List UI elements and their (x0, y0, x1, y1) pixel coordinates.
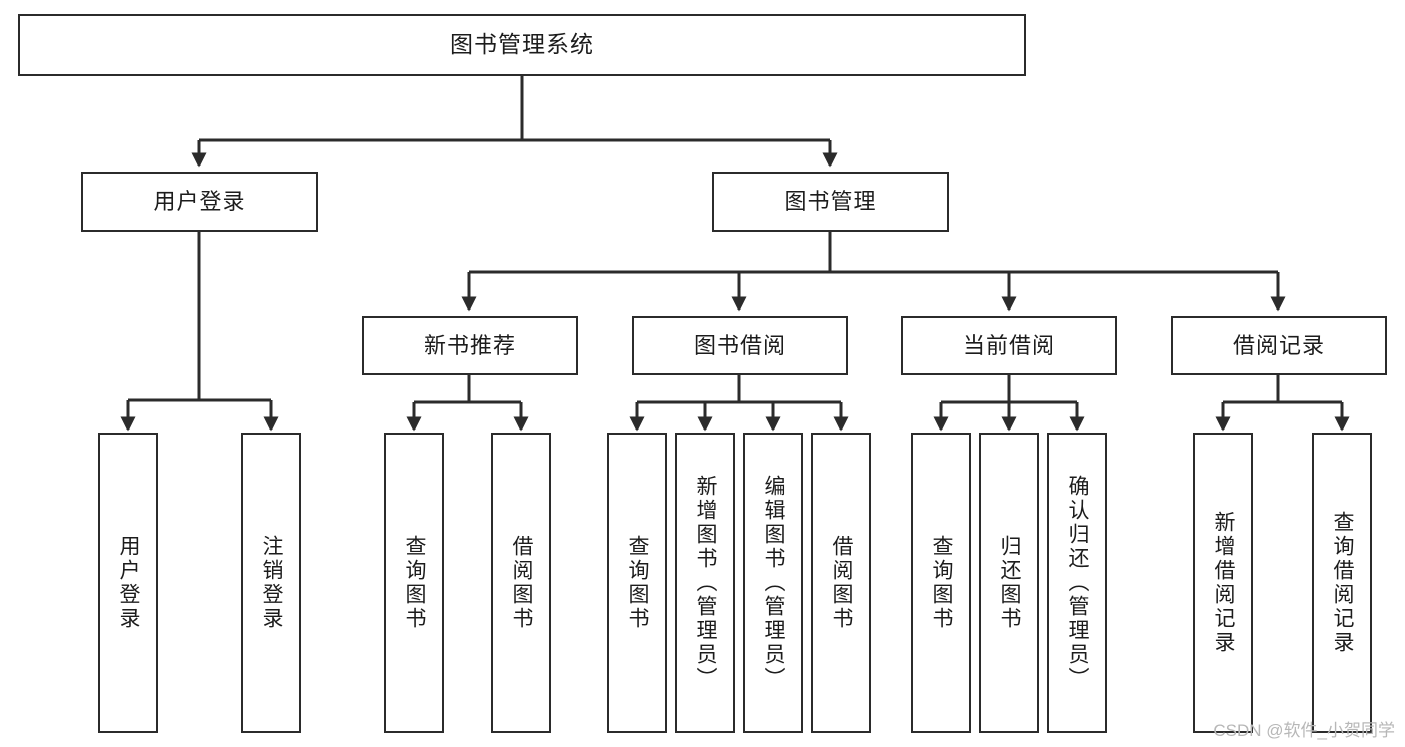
leaf-borrow-borrow-book[interactable]: 借阅图书 (811, 433, 871, 733)
node-label: 借阅图书 (510, 535, 534, 631)
leaf-recommend-borrow-book[interactable]: 借阅图书 (491, 433, 551, 733)
node-label: 编辑图书（管理员） (762, 475, 786, 691)
node-label: 用户登录 (117, 535, 141, 631)
leaf-current-return-book[interactable]: 归还图书 (979, 433, 1039, 733)
node-label: 查询图书 (403, 535, 427, 631)
leaf-user-login-login[interactable]: 用户登录 (98, 433, 158, 733)
leaf-record-add-record[interactable]: 新增借阅记录 (1193, 433, 1253, 733)
node-label: 当前借阅 (962, 332, 1055, 358)
node-label: 新书推荐 (423, 332, 516, 358)
node-label: 新增借阅记录 (1212, 511, 1236, 655)
node-label: 借阅图书 (830, 535, 854, 631)
leaf-current-confirm-return-admin[interactable]: 确认归还（管理员） (1047, 433, 1107, 733)
node-label: 图书借阅 (693, 332, 786, 358)
node-label: 归还图书 (998, 535, 1022, 631)
node-label: 查询借阅记录 (1331, 511, 1355, 655)
node-label: 图书管理系统 (450, 31, 594, 58)
node-label: 借阅记录 (1232, 332, 1325, 358)
node-label: 查询图书 (930, 535, 954, 631)
node-label: 图书管理 (784, 189, 877, 215)
node-label: 用户登录 (153, 189, 246, 215)
leaf-borrow-query-book[interactable]: 查询图书 (607, 433, 667, 733)
node-user-login[interactable]: 用户登录 (81, 172, 318, 232)
leaf-record-query-record[interactable]: 查询借阅记录 (1312, 433, 1372, 733)
node-current-borrow[interactable]: 当前借阅 (901, 316, 1117, 375)
node-label: 查询图书 (626, 535, 650, 631)
node-new-book-recommend[interactable]: 新书推荐 (362, 316, 578, 375)
node-book-borrow[interactable]: 图书借阅 (632, 316, 848, 375)
leaf-current-query-book[interactable]: 查询图书 (911, 433, 971, 733)
leaf-borrow-add-book-admin[interactable]: 新增图书（管理员） (675, 433, 735, 733)
leaf-borrow-edit-book-admin[interactable]: 编辑图书（管理员） (743, 433, 803, 733)
node-label: 新增图书（管理员） (694, 475, 718, 691)
node-label: 注销登录 (260, 535, 284, 631)
node-book-management[interactable]: 图书管理 (712, 172, 949, 232)
csdn-watermark: CSDN @软件_小贺同学 (1213, 721, 1395, 740)
node-label: 确认归还（管理员） (1066, 475, 1090, 691)
leaf-user-login-logout[interactable]: 注销登录 (241, 433, 301, 733)
leaf-recommend-query-book[interactable]: 查询图书 (384, 433, 444, 733)
node-root-system[interactable]: 图书管理系统 (18, 14, 1026, 76)
node-borrow-record[interactable]: 借阅记录 (1171, 316, 1387, 375)
